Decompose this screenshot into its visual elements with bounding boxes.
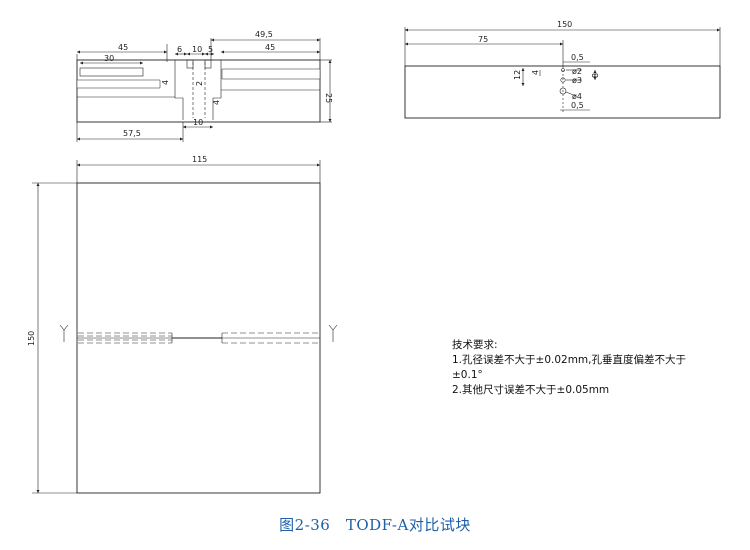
- dim-8: 8: [591, 73, 600, 78]
- upper-slot-left: [79, 67, 144, 77]
- dim-45-top: 45: [118, 43, 128, 52]
- dim-6: 6: [177, 45, 182, 54]
- section-view: 45 30 6 10 5 49,5 45 25 57,5 10 4 2 4: [76, 30, 333, 142]
- dim-4-left: 4: [161, 80, 170, 85]
- section-block: [76, 59, 321, 123]
- dim-49-5: 49,5: [255, 30, 273, 39]
- dim-30: 30: [104, 54, 114, 63]
- dim-0-5-bottom: 0,5: [571, 101, 584, 110]
- dim-phi2: ø2: [572, 67, 582, 76]
- dim-45-right: 45: [265, 43, 275, 52]
- dim-25: 25: [324, 93, 333, 103]
- right-groove: [221, 68, 321, 80]
- figure-caption: 图2-36 TODF-A对比试块: [279, 516, 471, 534]
- elevation-view: 150 75 0,5 12 4 ø2 ø3 8 ø4 0,5: [404, 20, 721, 119]
- dim-phi4: ø4: [572, 92, 582, 101]
- plan-view: 115 150: [27, 155, 338, 494]
- left-groove: [76, 79, 161, 89]
- dim-phi3: ø3: [572, 76, 582, 85]
- notes-heading: 技术要求:: [452, 339, 498, 351]
- notes-line-2: ±0.1°: [452, 369, 483, 381]
- dim-12: 12: [513, 70, 522, 80]
- dim-115: 115: [192, 155, 207, 164]
- dim-150-plan: 150: [27, 331, 36, 346]
- dim-0-5-top: 0,5: [571, 53, 584, 62]
- dim-150-elev: 150: [557, 20, 572, 29]
- dim-10: 10: [192, 45, 202, 54]
- dim-2: 2: [195, 81, 204, 86]
- dim-4-elev: 4: [531, 70, 540, 75]
- notes-line-3: 2.其他尺寸误差不大于±0.05mm: [452, 384, 610, 396]
- dim-57-5: 57,5: [123, 129, 141, 138]
- elevation-block: [404, 65, 721, 119]
- dim-75: 75: [478, 35, 488, 44]
- dim-4-lower: 4: [212, 100, 221, 105]
- dim-5: 5: [208, 45, 213, 54]
- dim-10-bottom: 10: [193, 118, 203, 127]
- slot-pattern: [78, 332, 319, 344]
- notes-line-1: 1.孔径误差不大于±0.02mm,孔垂直度偏差不大于: [452, 354, 686, 366]
- technical-requirements: 技术要求: 1.孔径误差不大于±0.02mm,孔垂直度偏差不大于 ±0.1° 2…: [452, 338, 686, 398]
